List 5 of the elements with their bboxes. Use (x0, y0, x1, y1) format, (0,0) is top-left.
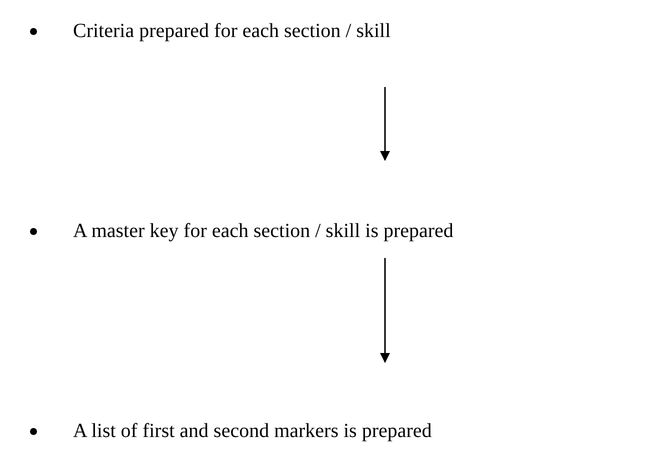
step-text: Criteria prepared for each section / skill (73, 19, 391, 44)
arrow (380, 258, 390, 363)
arrow (380, 87, 390, 161)
step-text: A list of first and second markers is prepared (73, 419, 432, 444)
step-text: A master key for each section / skill is prepared (73, 219, 454, 244)
